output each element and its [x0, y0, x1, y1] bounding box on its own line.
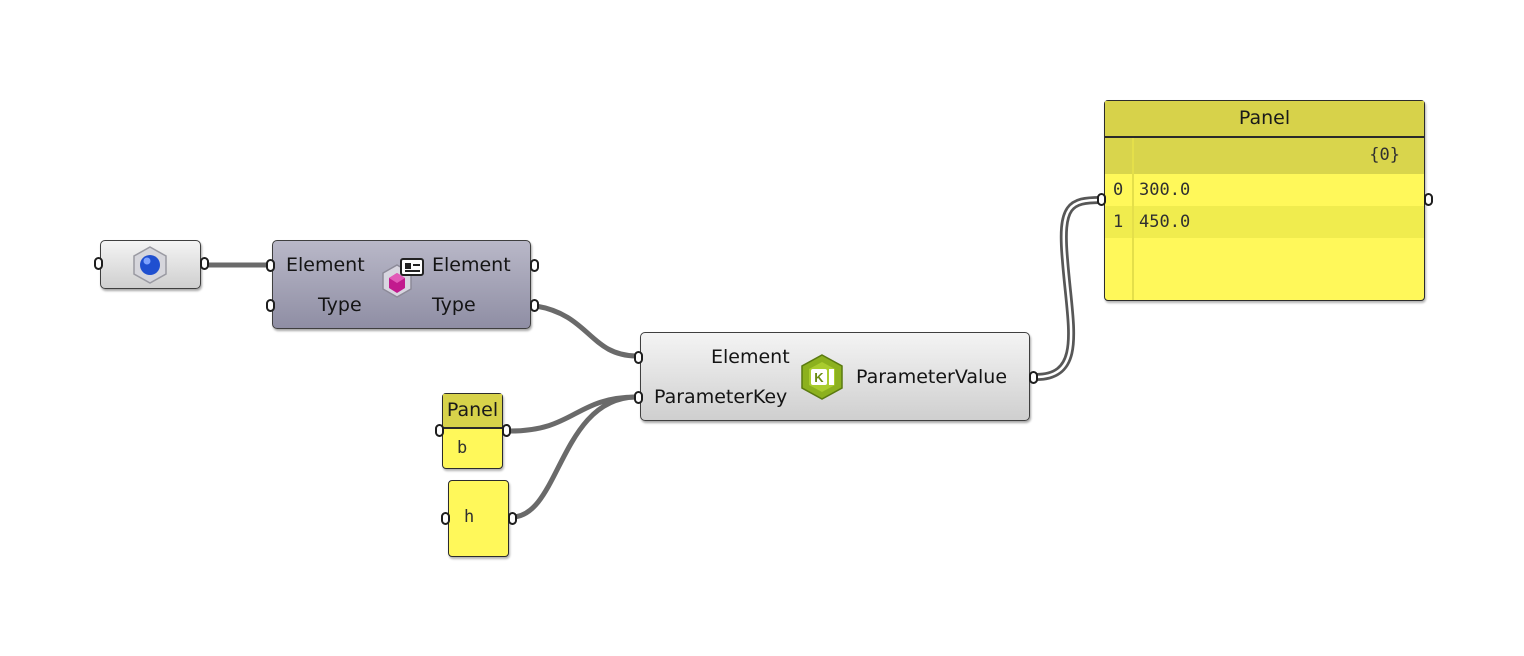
- output-panel-output-grip[interactable]: [1424, 193, 1433, 206]
- output-panel-row-0: 0 300.0: [1105, 174, 1424, 206]
- element-input-label: Element: [711, 346, 790, 368]
- parametervalue-output-label: ParameterValue: [856, 366, 1008, 388]
- wire-type-to-element: [535, 303, 638, 359]
- blue-sphere-hexagon-icon: [133, 246, 167, 284]
- output-panel-title: Panel: [1105, 101, 1424, 138]
- wire-parametervalue-to-panel: [1035, 196, 1102, 381]
- wire-panel-h-to-parameterkey: [511, 394, 638, 520]
- element-type-component[interactable]: Element Type Element Type: [266, 240, 539, 329]
- panel-b[interactable]: Panel b: [435, 393, 511, 469]
- parameter-value-component[interactable]: Element ParameterKey ParameterValue K: [634, 332, 1038, 421]
- panel-b-title: Panel: [443, 394, 502, 429]
- element-output-label: Element: [432, 254, 511, 276]
- output-panel-input-grip[interactable]: [1097, 193, 1106, 206]
- output-panel-row-1: 1 450.0: [1105, 206, 1424, 238]
- element-input-label: Element: [286, 254, 365, 276]
- element-param-node[interactable]: [94, 240, 209, 289]
- type-output-label: Type: [432, 294, 476, 316]
- parameterkey-input-grip[interactable]: [634, 391, 643, 404]
- panel-h-input-grip[interactable]: [441, 512, 450, 525]
- k-hexagon-icon: K: [801, 354, 843, 400]
- row-index: 0: [1113, 180, 1124, 200]
- output-panel-path: {0}: [1369, 145, 1400, 165]
- panel-h-content: h: [464, 507, 475, 527]
- element-param-output-grip[interactable]: [200, 257, 209, 270]
- panel-b-output-grip[interactable]: [502, 424, 511, 437]
- parametervalue-output-grip[interactable]: [1029, 371, 1038, 384]
- element-type-icon: [382, 258, 424, 298]
- type-input-label: Type: [318, 294, 362, 316]
- output-panel-path-row: {0}: [1105, 138, 1424, 174]
- element-input-grip[interactable]: [634, 351, 643, 364]
- k-icon-letter: K: [814, 370, 824, 385]
- output-panel[interactable]: Panel {0} 0 300.0 1 450.0: [1097, 100, 1433, 301]
- panel-b-content: b: [457, 438, 468, 458]
- type-input-grip[interactable]: [266, 299, 275, 312]
- element-param-input-grip[interactable]: [94, 257, 103, 270]
- type-output-grip[interactable]: [530, 299, 539, 312]
- panel-b-input-grip[interactable]: [435, 424, 444, 437]
- panel-h[interactable]: h: [441, 480, 517, 557]
- element-input-grip[interactable]: [266, 259, 275, 272]
- row-index: 1: [1113, 212, 1124, 232]
- output-panel-index-divider: [1132, 138, 1134, 300]
- row-value: 300.0: [1139, 180, 1191, 200]
- element-output-grip[interactable]: [530, 259, 539, 272]
- panel-h-output-grip[interactable]: [508, 512, 517, 525]
- row-value: 450.0: [1139, 212, 1191, 232]
- parameterkey-input-label: ParameterKey: [654, 386, 788, 408]
